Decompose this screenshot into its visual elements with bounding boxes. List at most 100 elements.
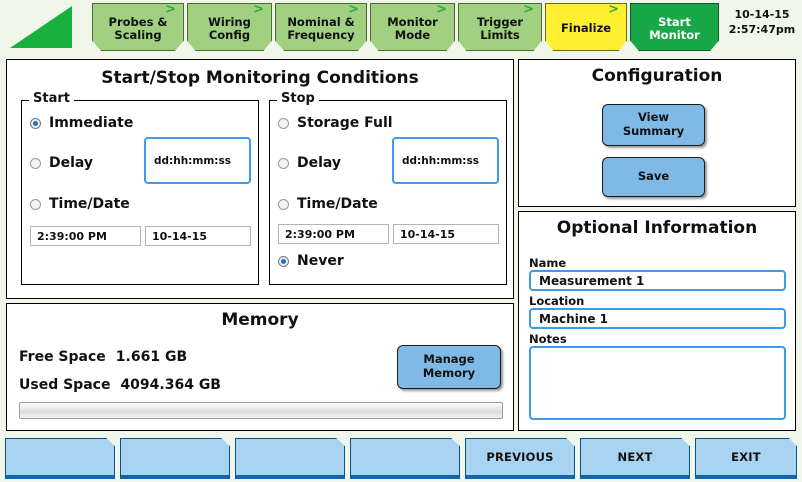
start-time-value: 2:39:00 PM — [37, 229, 107, 243]
stop-time-input[interactable]: 2:39:00 PM — [278, 224, 389, 244]
radio-label: Time/Date — [297, 196, 378, 212]
start-delay-input[interactable]: dd:hh:mm:ss — [144, 137, 251, 184]
button-label: Save — [637, 169, 670, 184]
free-space-label: Free Space — [19, 349, 106, 365]
memory-panel: Memory Free Space 1.661 GB Used Space 4094… — [6, 303, 514, 431]
tab-finalize[interactable]: > Finalize — [545, 3, 627, 51]
name-value: Measurement 1 — [539, 273, 645, 288]
tab-wiring-config[interactable]: > Wiring Config — [187, 3, 272, 51]
chevron-right-icon: > — [608, 2, 619, 17]
footer-button-next[interactable]: NEXT — [580, 438, 690, 479]
manage-memory-button[interactable]: Manage Memory — [397, 345, 501, 389]
radio-start-timedate[interactable]: Time/Date — [30, 196, 130, 212]
chevron-right-icon: > — [253, 2, 264, 17]
free-space-row: Free Space 1.661 GB — [19, 349, 187, 365]
panel-title: Optional Information — [556, 218, 758, 238]
button-label: View Summary — [622, 110, 685, 138]
radio-stop-delay[interactable]: Delay — [278, 155, 341, 171]
start-date-value: 10-14-15 — [152, 229, 208, 243]
panel-title: Configuration — [591, 66, 723, 86]
stop-delay-input[interactable]: dd:hh:mm:ss — [392, 137, 499, 184]
radio-stop-never[interactable]: Never — [278, 253, 344, 269]
stop-conditions-group: Stop Storage Full Delay dd:hh:mm:ss Time… — [269, 91, 507, 285]
name-label: Name — [529, 256, 567, 270]
notes-value — [531, 348, 539, 351]
radio-label: Delay — [49, 155, 94, 171]
radio-start-immediate[interactable]: Immediate — [30, 115, 133, 131]
tab-start-monitor[interactable]: Start Monitor — [630, 3, 719, 51]
button-label: PREVIOUS — [486, 450, 554, 464]
radio-label: Delay — [297, 155, 342, 171]
radio-icon[interactable] — [278, 117, 289, 129]
optional-information-panel: Optional Information Name Measurement 1 … — [518, 211, 796, 431]
clock-display: 10-14-15 2:57:47pm — [726, 8, 798, 38]
panel-title: Memory — [221, 310, 299, 330]
view-summary-button[interactable]: View Summary — [602, 104, 705, 146]
footer-navigation-bar: PREVIOUS NEXT EXIT — [0, 434, 802, 482]
clock-time: 2:57:47pm — [728, 22, 796, 36]
radio-label: Immediate — [49, 115, 134, 131]
tab-trigger-limits[interactable]: > Trigger Limits — [458, 3, 542, 51]
tab-label: Trigger Limits — [476, 14, 524, 42]
used-space-label: Used Space — [19, 377, 111, 393]
footer-button-exit[interactable]: EXIT — [695, 438, 797, 479]
start-delay-value: dd:hh:mm:ss — [154, 154, 231, 167]
used-space-row: Used Space 4094.364 GB — [19, 377, 221, 393]
stop-date-input[interactable]: 10-14-15 — [393, 224, 499, 244]
notes-label: Notes — [529, 332, 567, 346]
chevron-right-icon: > — [165, 2, 176, 17]
footer-button-2[interactable] — [120, 438, 230, 479]
start-stop-conditions-panel: Start/Stop Monitoring Conditions Start I… — [6, 59, 514, 299]
radio-icon[interactable] — [30, 198, 41, 210]
radio-icon[interactable] — [30, 157, 41, 169]
save-button[interactable]: Save — [602, 157, 705, 197]
green-triangle-logo-icon — [8, 4, 80, 50]
radio-label: Storage Full — [297, 115, 393, 131]
radio-icon[interactable] — [278, 198, 289, 210]
notes-textarea[interactable] — [529, 346, 786, 420]
stop-date-value: 10-14-15 — [400, 227, 456, 241]
free-space-value: 1.661 GB — [115, 349, 188, 365]
radio-icon[interactable] — [278, 255, 289, 267]
tab-label: Monitor Mode — [387, 14, 438, 42]
button-label: NEXT — [617, 450, 653, 464]
stop-delay-value: dd:hh:mm:ss — [402, 154, 479, 167]
radio-icon[interactable] — [30, 117, 41, 129]
radio-start-delay[interactable]: Delay — [30, 155, 93, 171]
footer-button-3[interactable] — [235, 438, 345, 479]
footer-button-previous[interactable]: PREVIOUS — [465, 438, 575, 479]
radio-label: Never — [297, 253, 344, 269]
memory-usage-progressbar — [19, 402, 503, 419]
radio-icon[interactable] — [278, 157, 289, 169]
tab-probes-scaling[interactable]: > Probes & Scaling — [92, 3, 184, 51]
tab-label: Nominal & Frequency — [287, 14, 355, 42]
stop-time-value: 2:39:00 PM — [285, 227, 355, 241]
chevron-right-icon: > — [436, 2, 447, 17]
configuration-panel: Configuration View Summary Save — [518, 59, 796, 207]
tab-nominal-frequency[interactable]: > Nominal & Frequency — [275, 3, 367, 51]
tab-label: Start Monitor — [649, 14, 700, 42]
radio-stop-timedate[interactable]: Time/Date — [278, 196, 378, 212]
tab-monitor-mode[interactable]: > Monitor Mode — [370, 3, 455, 51]
location-label: Location — [529, 294, 585, 308]
clock-date: 10-14-15 — [734, 8, 790, 21]
footer-button-1[interactable] — [5, 438, 115, 479]
start-conditions-group: Start Immediate Delay dd:hh:mm:ss Time/D… — [21, 91, 259, 285]
start-time-input[interactable]: 2:39:00 PM — [30, 226, 141, 246]
name-input[interactable]: Measurement 1 — [529, 270, 786, 291]
tab-label: Wiring Config — [208, 14, 251, 42]
location-value: Machine 1 — [539, 311, 609, 326]
used-space-value: 4094.364 GB — [120, 377, 221, 393]
location-input[interactable]: Machine 1 — [529, 308, 786, 329]
button-label: Manage Memory — [422, 352, 476, 380]
top-navigation-bar: > Probes & Scaling > Wiring Config > Nom… — [0, 0, 802, 56]
tab-label: Finalize — [560, 21, 612, 36]
group-legend: Start — [29, 91, 74, 106]
group-legend: Stop — [277, 91, 319, 106]
footer-button-4[interactable] — [350, 438, 460, 479]
start-date-input[interactable]: 10-14-15 — [145, 226, 251, 246]
panel-title: Start/Stop Monitoring Conditions — [101, 68, 419, 88]
button-label: EXIT — [731, 450, 761, 464]
radio-stop-storage-full[interactable]: Storage Full — [278, 115, 393, 131]
